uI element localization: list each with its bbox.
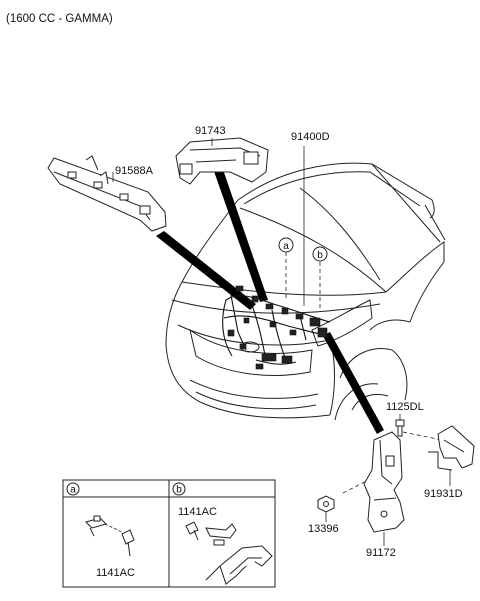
part-91172-illustration [363, 431, 405, 533]
label-91588a: 91588A [115, 165, 154, 177]
engine-label: (1600 CC - GAMMA) [6, 13, 113, 25]
detail-col-a: a 1141AC [66, 482, 135, 579]
svg-text:a: a [283, 241, 289, 252]
label-13396: 13396 [308, 523, 339, 535]
detail-a-part: 1141AC [96, 567, 135, 579]
detail-b-circle: b [176, 485, 182, 496]
svg-text:b: b [317, 250, 323, 261]
detail-b-part: 1141AC [178, 506, 217, 518]
nut-13396-illustration [317, 495, 335, 513]
label-leaders [211, 138, 451, 546]
detail-col-b: b 1141AC [172, 482, 273, 585]
detail-a-circle: a [70, 485, 76, 496]
bolt-1125dl-illustration [395, 419, 405, 437]
label-91400d: 91400D [291, 131, 330, 143]
bolt-a-icon [121, 529, 135, 557]
leader-bands [156, 158, 384, 434]
part-91588a-illustration [47, 155, 167, 232]
label-91743: 91743 [195, 125, 226, 137]
connector-b-icon [205, 523, 237, 546]
label-91172: 91172 [366, 547, 396, 559]
callout-a-on-car: a [278, 237, 294, 253]
part-91931d-illustration [428, 425, 475, 471]
harness-connectors [227, 285, 328, 370]
dashed-leaders [285, 146, 443, 494]
detail-table: a 1141AC b 1141AC [62, 479, 276, 588]
label-91931d: 91931D [424, 488, 463, 500]
callout-b-on-car: b [312, 246, 328, 262]
bolt-b-icon [185, 521, 199, 541]
car-illustration [165, 162, 446, 421]
label-1125dl: 1125DL [386, 401, 424, 413]
bracket-b-icon [205, 545, 273, 585]
clip-a-icon [85, 515, 107, 537]
part-91743-illustration [175, 137, 269, 185]
